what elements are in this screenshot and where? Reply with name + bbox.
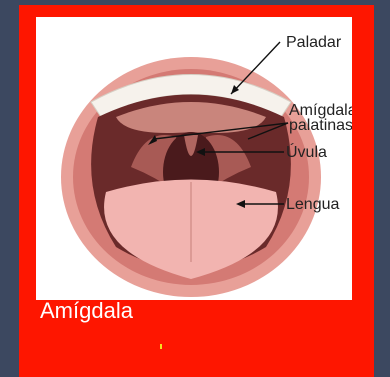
label-uvula: Úvula bbox=[286, 142, 327, 161]
mouth-diagram: Paladar Amígdalas palatinas Úvula Lengua bbox=[36, 17, 352, 300]
slide-card: Paladar Amígdalas palatinas Úvula Lengua… bbox=[19, 5, 374, 377]
mouth-illustration: Paladar Amígdalas palatinas Úvula Lengua bbox=[36, 17, 352, 300]
label-lengua: Lengua bbox=[286, 196, 339, 213]
slide-caption: Amígdala bbox=[40, 298, 133, 324]
label-paladar: Paladar bbox=[286, 34, 342, 51]
caption-text-fragment bbox=[160, 344, 162, 349]
label-amigdalas-line2: palatinas bbox=[289, 117, 352, 134]
